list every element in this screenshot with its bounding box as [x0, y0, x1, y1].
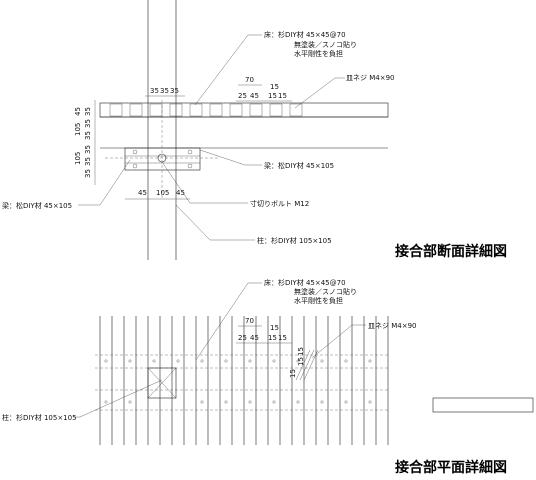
- plan-dim-15c: 15: [278, 334, 287, 342]
- svg-text:35: 35: [84, 131, 92, 140]
- dim-bottom-105: 105: [156, 189, 169, 197]
- dim-top-3: 35: [170, 87, 179, 95]
- plan-floor-label-line2: 無塗装／スノコ貼り: [294, 287, 357, 296]
- floor-label-line2: 無塗装／スノコ貼り: [294, 40, 357, 49]
- dim-spacing-25: 25: [238, 92, 247, 100]
- plan-floor-label-line1: 床：杉DIY材 45×45@70: [264, 278, 346, 287]
- section-view: 35 35 35 70 25 45 15 15 15 45 105 35 35 …: [2, 0, 507, 260]
- plan-dim-25: 25: [238, 334, 247, 342]
- plan-screw-label: 皿ネジ M4×90: [368, 322, 417, 330]
- plan-column-label: 柱：杉DIY材 105×105: [2, 413, 77, 422]
- plan-floor-label-line3: 水平剛性を負担: [294, 296, 343, 305]
- plan-dim-15b: 15: [268, 334, 277, 342]
- dim-top-1: 35: [150, 87, 159, 95]
- svg-text:35: 35: [84, 157, 92, 166]
- floor-slats: [109, 103, 303, 117]
- svg-text:35: 35: [84, 145, 92, 154]
- plan-dim-70: 70: [245, 317, 254, 325]
- floor-label-line3: 水平剛性を負担: [294, 49, 343, 58]
- svg-text:35: 35: [84, 107, 92, 116]
- svg-text:105: 105: [74, 152, 82, 165]
- svg-text:15: 15: [289, 369, 297, 378]
- beam-label-right: 梁：松DIY材 45×105: [264, 161, 334, 170]
- beam-label-left: 梁：松DIY材 45×105: [2, 201, 72, 210]
- section-view-title: 接合部断面詳細図: [395, 243, 507, 260]
- svg-text:105: 105: [74, 123, 82, 136]
- dim-spacing-45: 45: [250, 92, 259, 100]
- plan-view: 70 25 45 15 15 15 15 15 15 床：杉DIY材 45×45…: [2, 278, 534, 476]
- dim-spacing-70: 70: [245, 76, 254, 84]
- svg-text:45: 45: [74, 107, 82, 116]
- beam-block: [124, 147, 201, 171]
- dim-bottom-45a: 45: [138, 189, 147, 197]
- left-dims-upper: 45 105 35 35 35: [74, 107, 92, 140]
- svg-text:35: 35: [84, 169, 92, 178]
- svg-text:15: 15: [297, 347, 305, 356]
- plan-dim-15a: 15: [270, 324, 279, 332]
- plan-slats: [99, 316, 389, 445]
- plan-legend-box: [432, 397, 534, 413]
- screw-label: 皿ネジ M4×90: [346, 74, 395, 82]
- left-dims-lower: 105 35 35 35: [74, 145, 92, 178]
- svg-text:35: 35: [84, 119, 92, 128]
- plan-side-dims: 15 15 15: [289, 347, 305, 378]
- svg-text:15: 15: [297, 357, 305, 366]
- column-label: 柱：杉DIY材 105×105: [257, 236, 332, 245]
- floor-label-line1: 床：杉DIY材 45×45@70: [264, 30, 346, 39]
- dim-top-2: 35: [160, 87, 169, 95]
- dim-spacing-15c: 15: [278, 92, 287, 100]
- bolt-label: 寸切りボルト M12: [250, 199, 309, 208]
- dim-bottom-45b: 45: [176, 189, 185, 197]
- dim-spacing-15b: 15: [268, 92, 277, 100]
- plan-view-title: 接合部平面詳細図: [395, 459, 507, 476]
- plan-column: [147, 367, 177, 399]
- dim-spacing-15a: 15: [270, 83, 279, 91]
- plan-dim-45: 45: [250, 334, 259, 342]
- plan-screws: [104, 359, 372, 404]
